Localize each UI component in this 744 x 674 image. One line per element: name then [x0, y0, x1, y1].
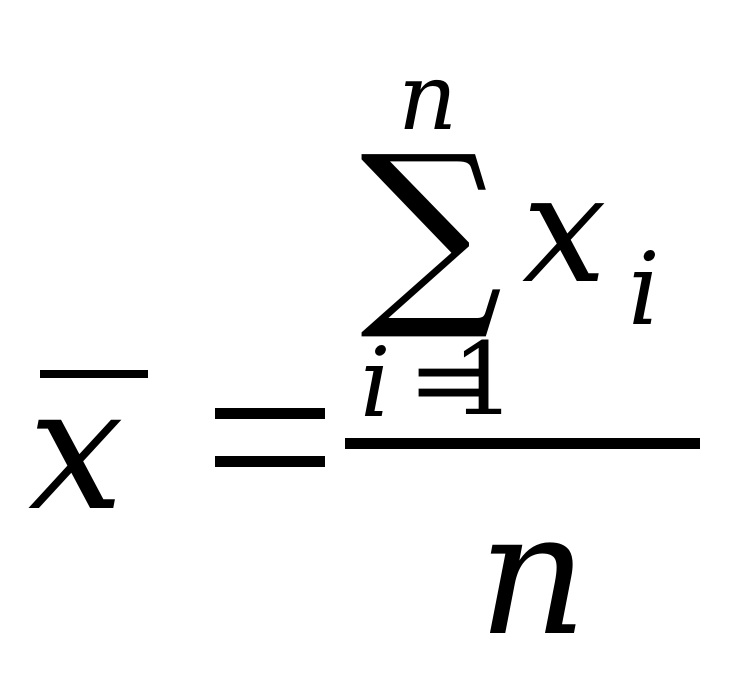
mean-overbar [40, 370, 148, 378]
equals-sign-bottom-bar [215, 456, 325, 467]
summand-subscript: i [628, 231, 660, 348]
fraction-bar [345, 438, 700, 449]
denominator-n: n [478, 476, 588, 674]
summand-variable: x [522, 143, 607, 317]
mean-variable-x: x [28, 351, 124, 549]
equals-sign-top-bar [215, 408, 325, 419]
sum-lower-equals-one: =1 [408, 321, 516, 438]
sum-upper-limit: n [398, 44, 458, 151]
summation-symbol: ∑ [360, 113, 503, 346]
sum-lower-index: i [360, 327, 391, 439]
